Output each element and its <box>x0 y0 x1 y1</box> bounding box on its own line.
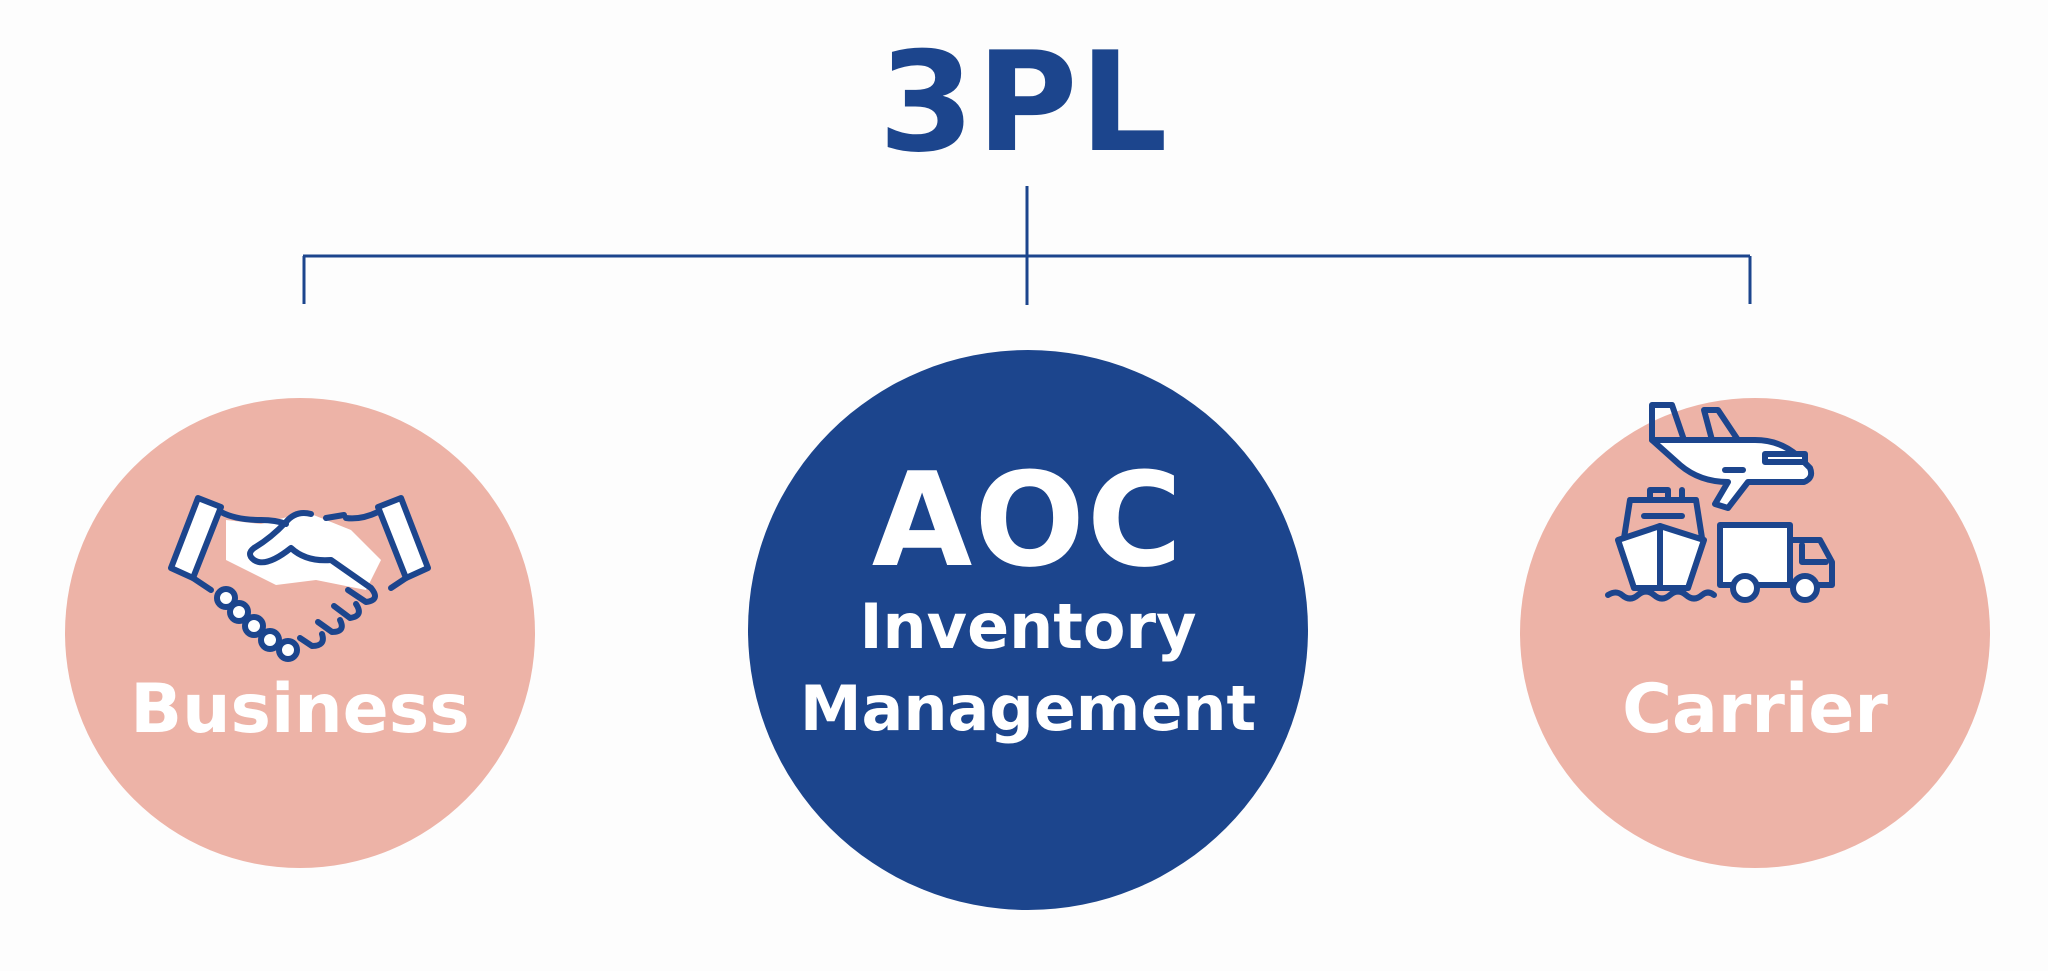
aoc-node: AOC Inventory Management <box>748 350 1308 910</box>
business-label: Business <box>130 670 470 749</box>
aoc-subtitle-line2: Management <box>799 672 1257 745</box>
aoc-title: AOC <box>871 444 1185 596</box>
carrier-node: Carrier <box>1520 398 1990 868</box>
handshake-icon <box>168 495 431 662</box>
transport-icon <box>1605 402 1835 603</box>
carrier-label: Carrier <box>1622 670 1888 749</box>
aoc-subtitle-line1: Inventory <box>859 590 1197 663</box>
diagram-title: 3PL <box>878 22 1170 183</box>
business-node: Business <box>65 398 535 868</box>
